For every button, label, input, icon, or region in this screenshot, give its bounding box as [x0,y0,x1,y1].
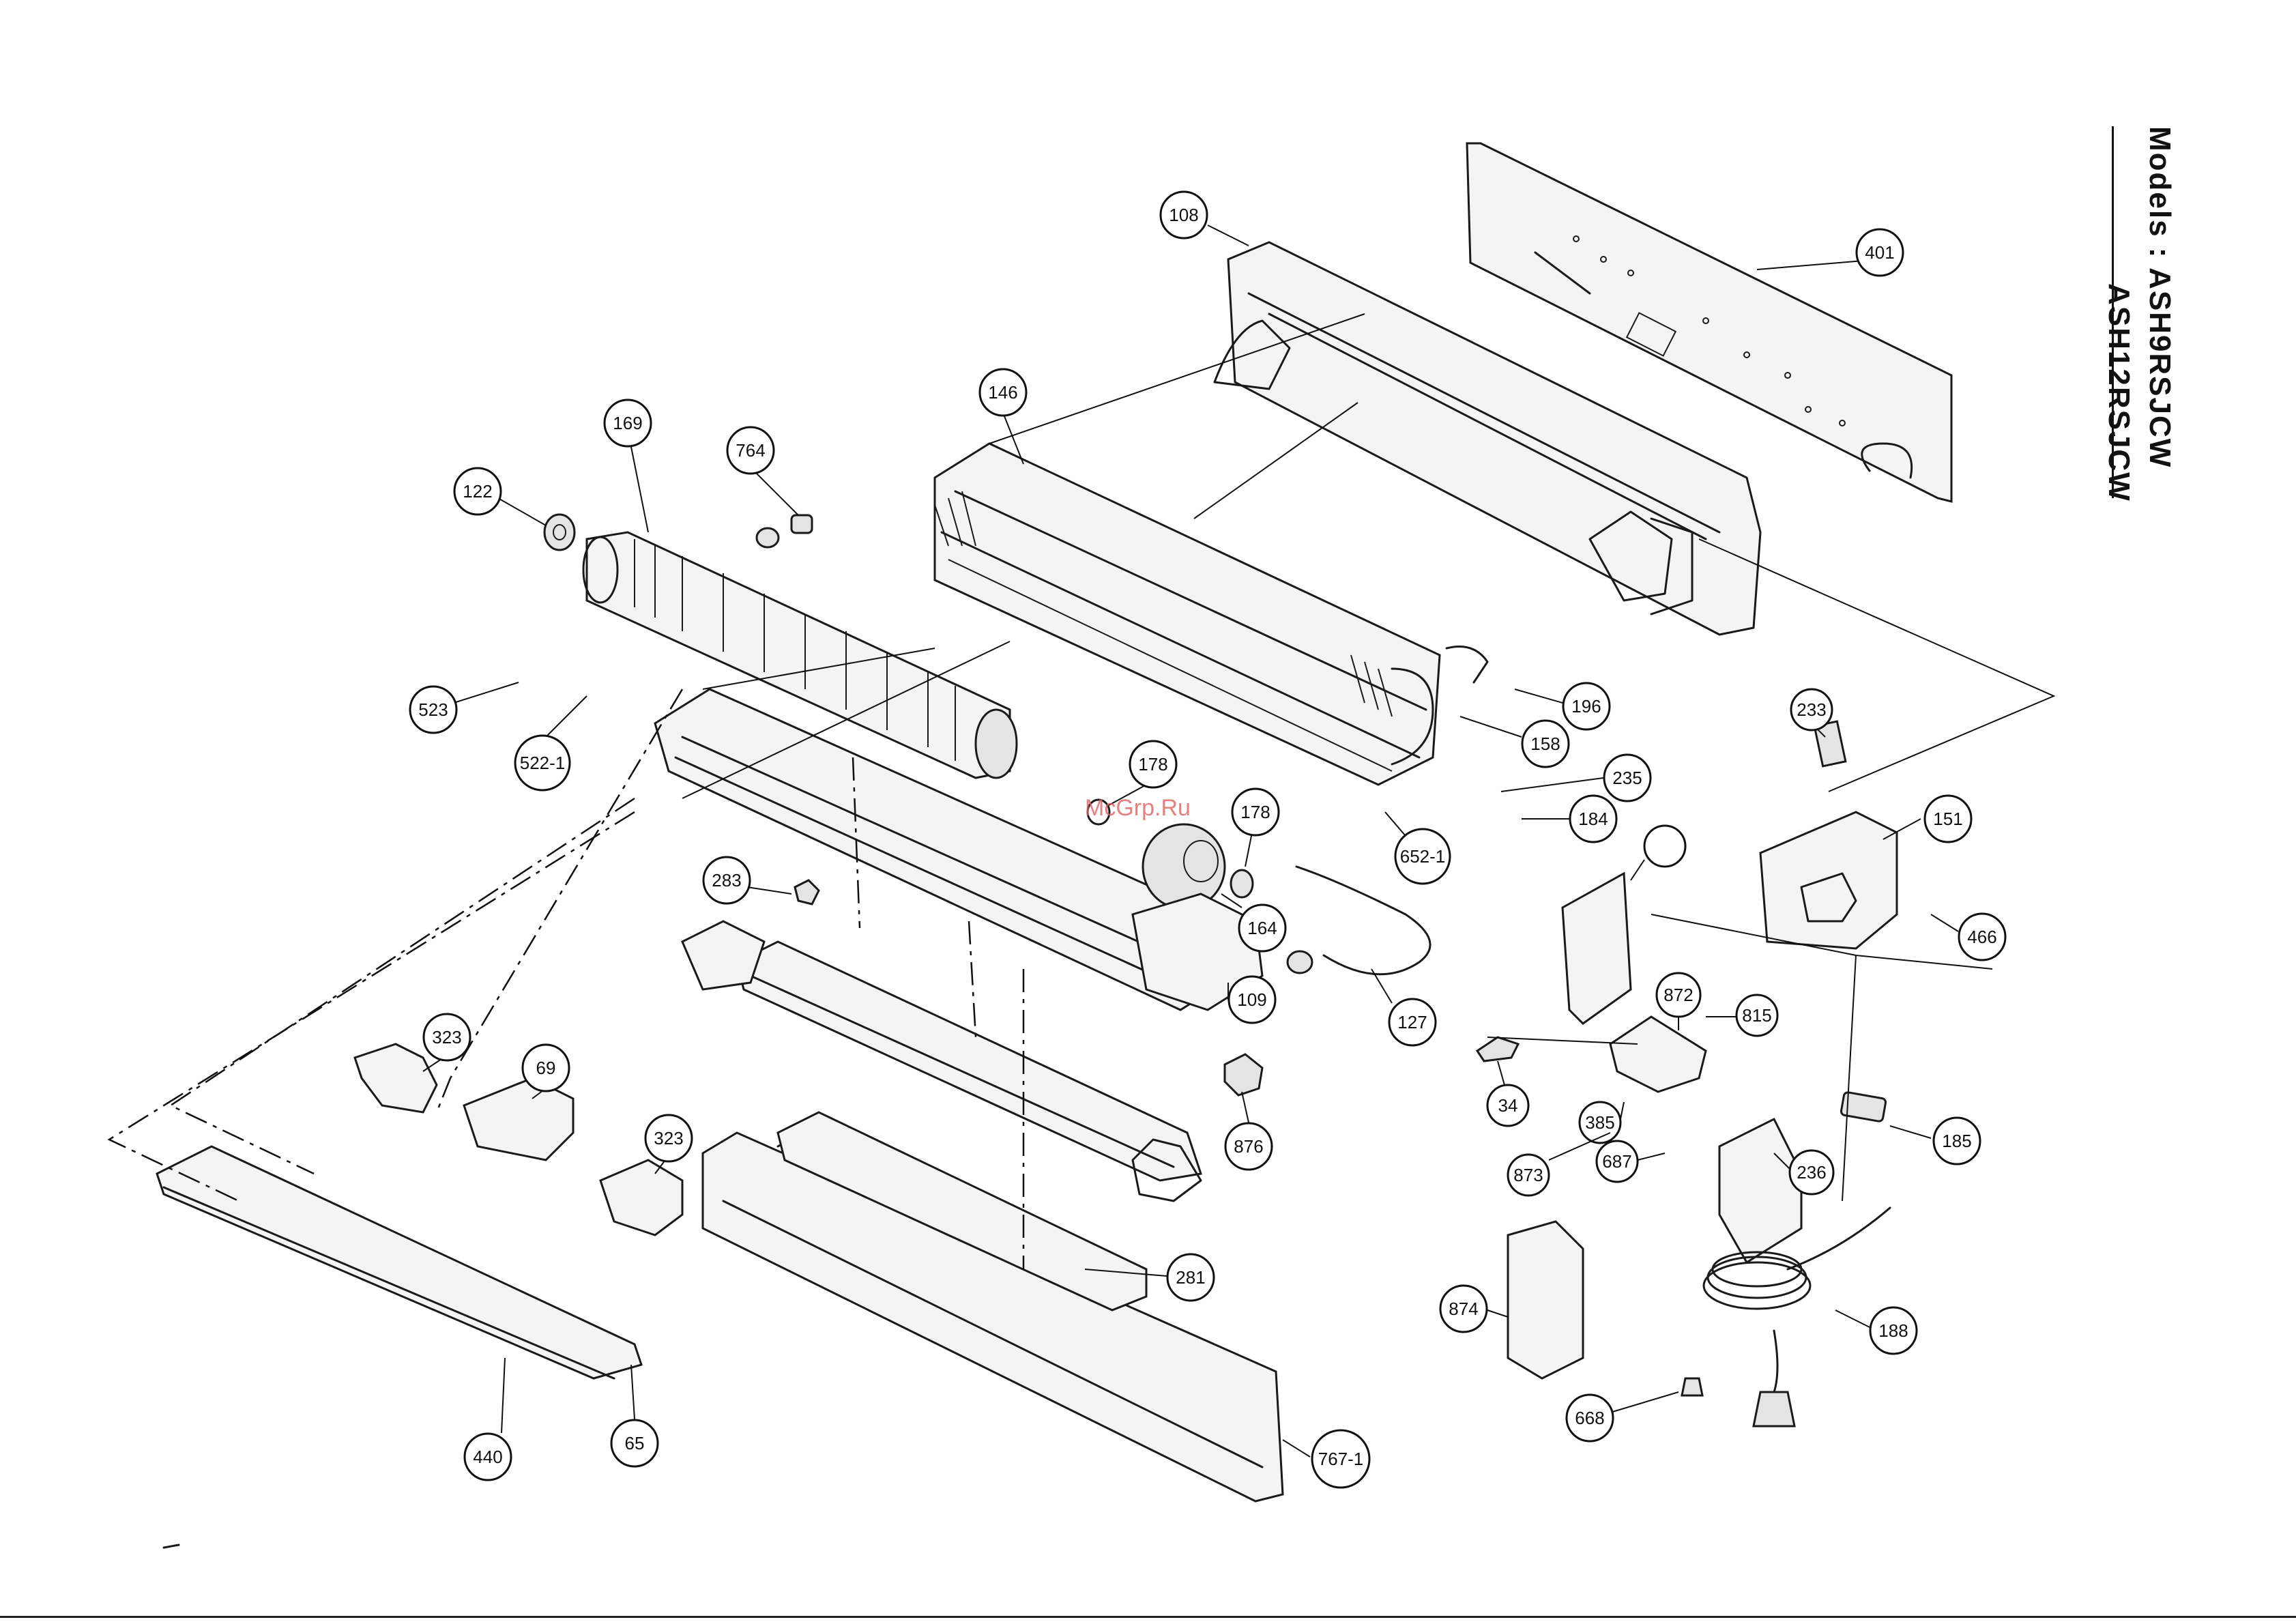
louver-blade-left [355,1044,437,1112]
svg-text:146: 146 [988,382,1017,403]
svg-text:522-1: 522-1 [520,753,566,773]
svg-text:122: 122 [463,481,492,502]
callout-196: 196 [1515,683,1610,729]
svg-text:65: 65 [625,1433,645,1453]
svg-text:151: 151 [1933,809,1962,829]
callout-876: 876 [1225,1092,1272,1170]
bottom-rule [0,1616,2296,1618]
callout-815: 815 [1706,995,1777,1036]
svg-text:652-1: 652-1 [1400,846,1446,867]
svg-text:872: 872 [1663,985,1693,1005]
svg-text:169: 169 [613,413,642,433]
watermark: McGrp.Ru [1085,795,1191,822]
svg-text:184: 184 [1578,809,1608,829]
callout-empty [1631,826,1685,880]
callout-523: 523 [410,682,519,733]
callout-178-lower: 178 [1232,789,1279,867]
svg-text:874: 874 [1449,1299,1478,1319]
callout-283: 283 [703,857,791,903]
svg-text:283: 283 [712,870,741,890]
callout-127: 127 [1371,969,1436,1045]
svg-text:34: 34 [1498,1095,1518,1116]
rubber-mount [757,515,812,547]
svg-text:523: 523 [418,699,448,720]
callout-764: 764 [727,427,798,515]
callout-652-1: 652-1 [1385,812,1450,884]
power-cord [1704,1208,1890,1426]
svg-text:127: 127 [1397,1012,1427,1032]
callout-323-left: 323 [423,1014,470,1071]
callout-184: 184 [1522,796,1616,842]
stepping-motor-cable [1288,867,1430,974]
svg-text:323: 323 [654,1128,683,1148]
control-box [1760,812,1897,948]
ground-screw [1682,1378,1702,1395]
svg-text:440: 440 [473,1447,502,1467]
louver-blade-center [464,1078,573,1160]
callout-158: 158 [1460,716,1569,767]
callout-872: 872 [1657,973,1700,1030]
callout-122: 122 [454,468,546,525]
svg-text:69: 69 [536,1058,556,1078]
horizontal-louver [157,1146,641,1378]
callout-440: 440 [465,1358,511,1480]
svg-text:108: 108 [1169,205,1198,225]
svg-text:196: 196 [1571,696,1601,716]
svg-text:178: 178 [1240,802,1270,822]
callout-188: 188 [1835,1307,1917,1354]
transformer-housing [1508,1221,1583,1378]
callout-235: 235 [1501,755,1651,801]
louver-motor [1225,1054,1262,1095]
svg-text:164: 164 [1247,918,1277,938]
power-pcb [1719,1119,1801,1262]
svg-text:873: 873 [1513,1165,1543,1185]
svg-text:281: 281 [1176,1267,1205,1288]
svg-text:158: 158 [1530,734,1560,754]
callout-874: 874 [1440,1286,1508,1332]
svg-text:109: 109 [1237,989,1266,1010]
front-bottom-cover [703,1133,1283,1501]
callout-668: 668 [1567,1392,1679,1441]
svg-text:815: 815 [1742,1005,1771,1026]
callout-466: 466 [1931,914,2005,960]
svg-text:767-1: 767-1 [1318,1449,1364,1469]
callout-65: 65 [611,1365,658,1466]
callout-169: 169 [605,400,651,532]
svg-text:876: 876 [1234,1136,1263,1157]
callout-34: 34 [1487,1061,1528,1126]
evaporator-coil [935,444,1487,785]
callout-401: 401 [1757,229,1903,276]
svg-text:668: 668 [1575,1408,1604,1428]
callout-108: 108 [1161,192,1249,246]
louver-blade-right [600,1160,682,1235]
svg-text:323: 323 [432,1027,461,1047]
thermistor-holder [1610,1017,1706,1092]
callout-687: 687 [1597,1141,1665,1182]
callout-522-1: 522-1 [515,696,587,790]
svg-text:385: 385 [1585,1112,1614,1133]
fan-bearing [544,515,575,550]
svg-text:401: 401 [1865,242,1894,263]
callout-109: 109 [1228,976,1275,1023]
clamp-clip [1477,1037,1518,1061]
svg-text:185: 185 [1942,1131,1971,1151]
svg-text:235: 235 [1612,768,1642,788]
svg-text:687: 687 [1602,1151,1631,1172]
svg-text:466: 466 [1967,927,1996,947]
svg-text:233: 233 [1797,699,1826,720]
svg-text:188: 188 [1878,1320,1908,1341]
svg-text:178: 178 [1138,754,1167,774]
callout-185: 185 [1890,1118,1980,1164]
svg-text:236: 236 [1797,1162,1826,1183]
svg-text:764: 764 [736,440,765,461]
display-pcb [1563,873,1631,1024]
callout-767-1: 767-1 [1283,1430,1369,1488]
corner-mark [164,1545,179,1548]
